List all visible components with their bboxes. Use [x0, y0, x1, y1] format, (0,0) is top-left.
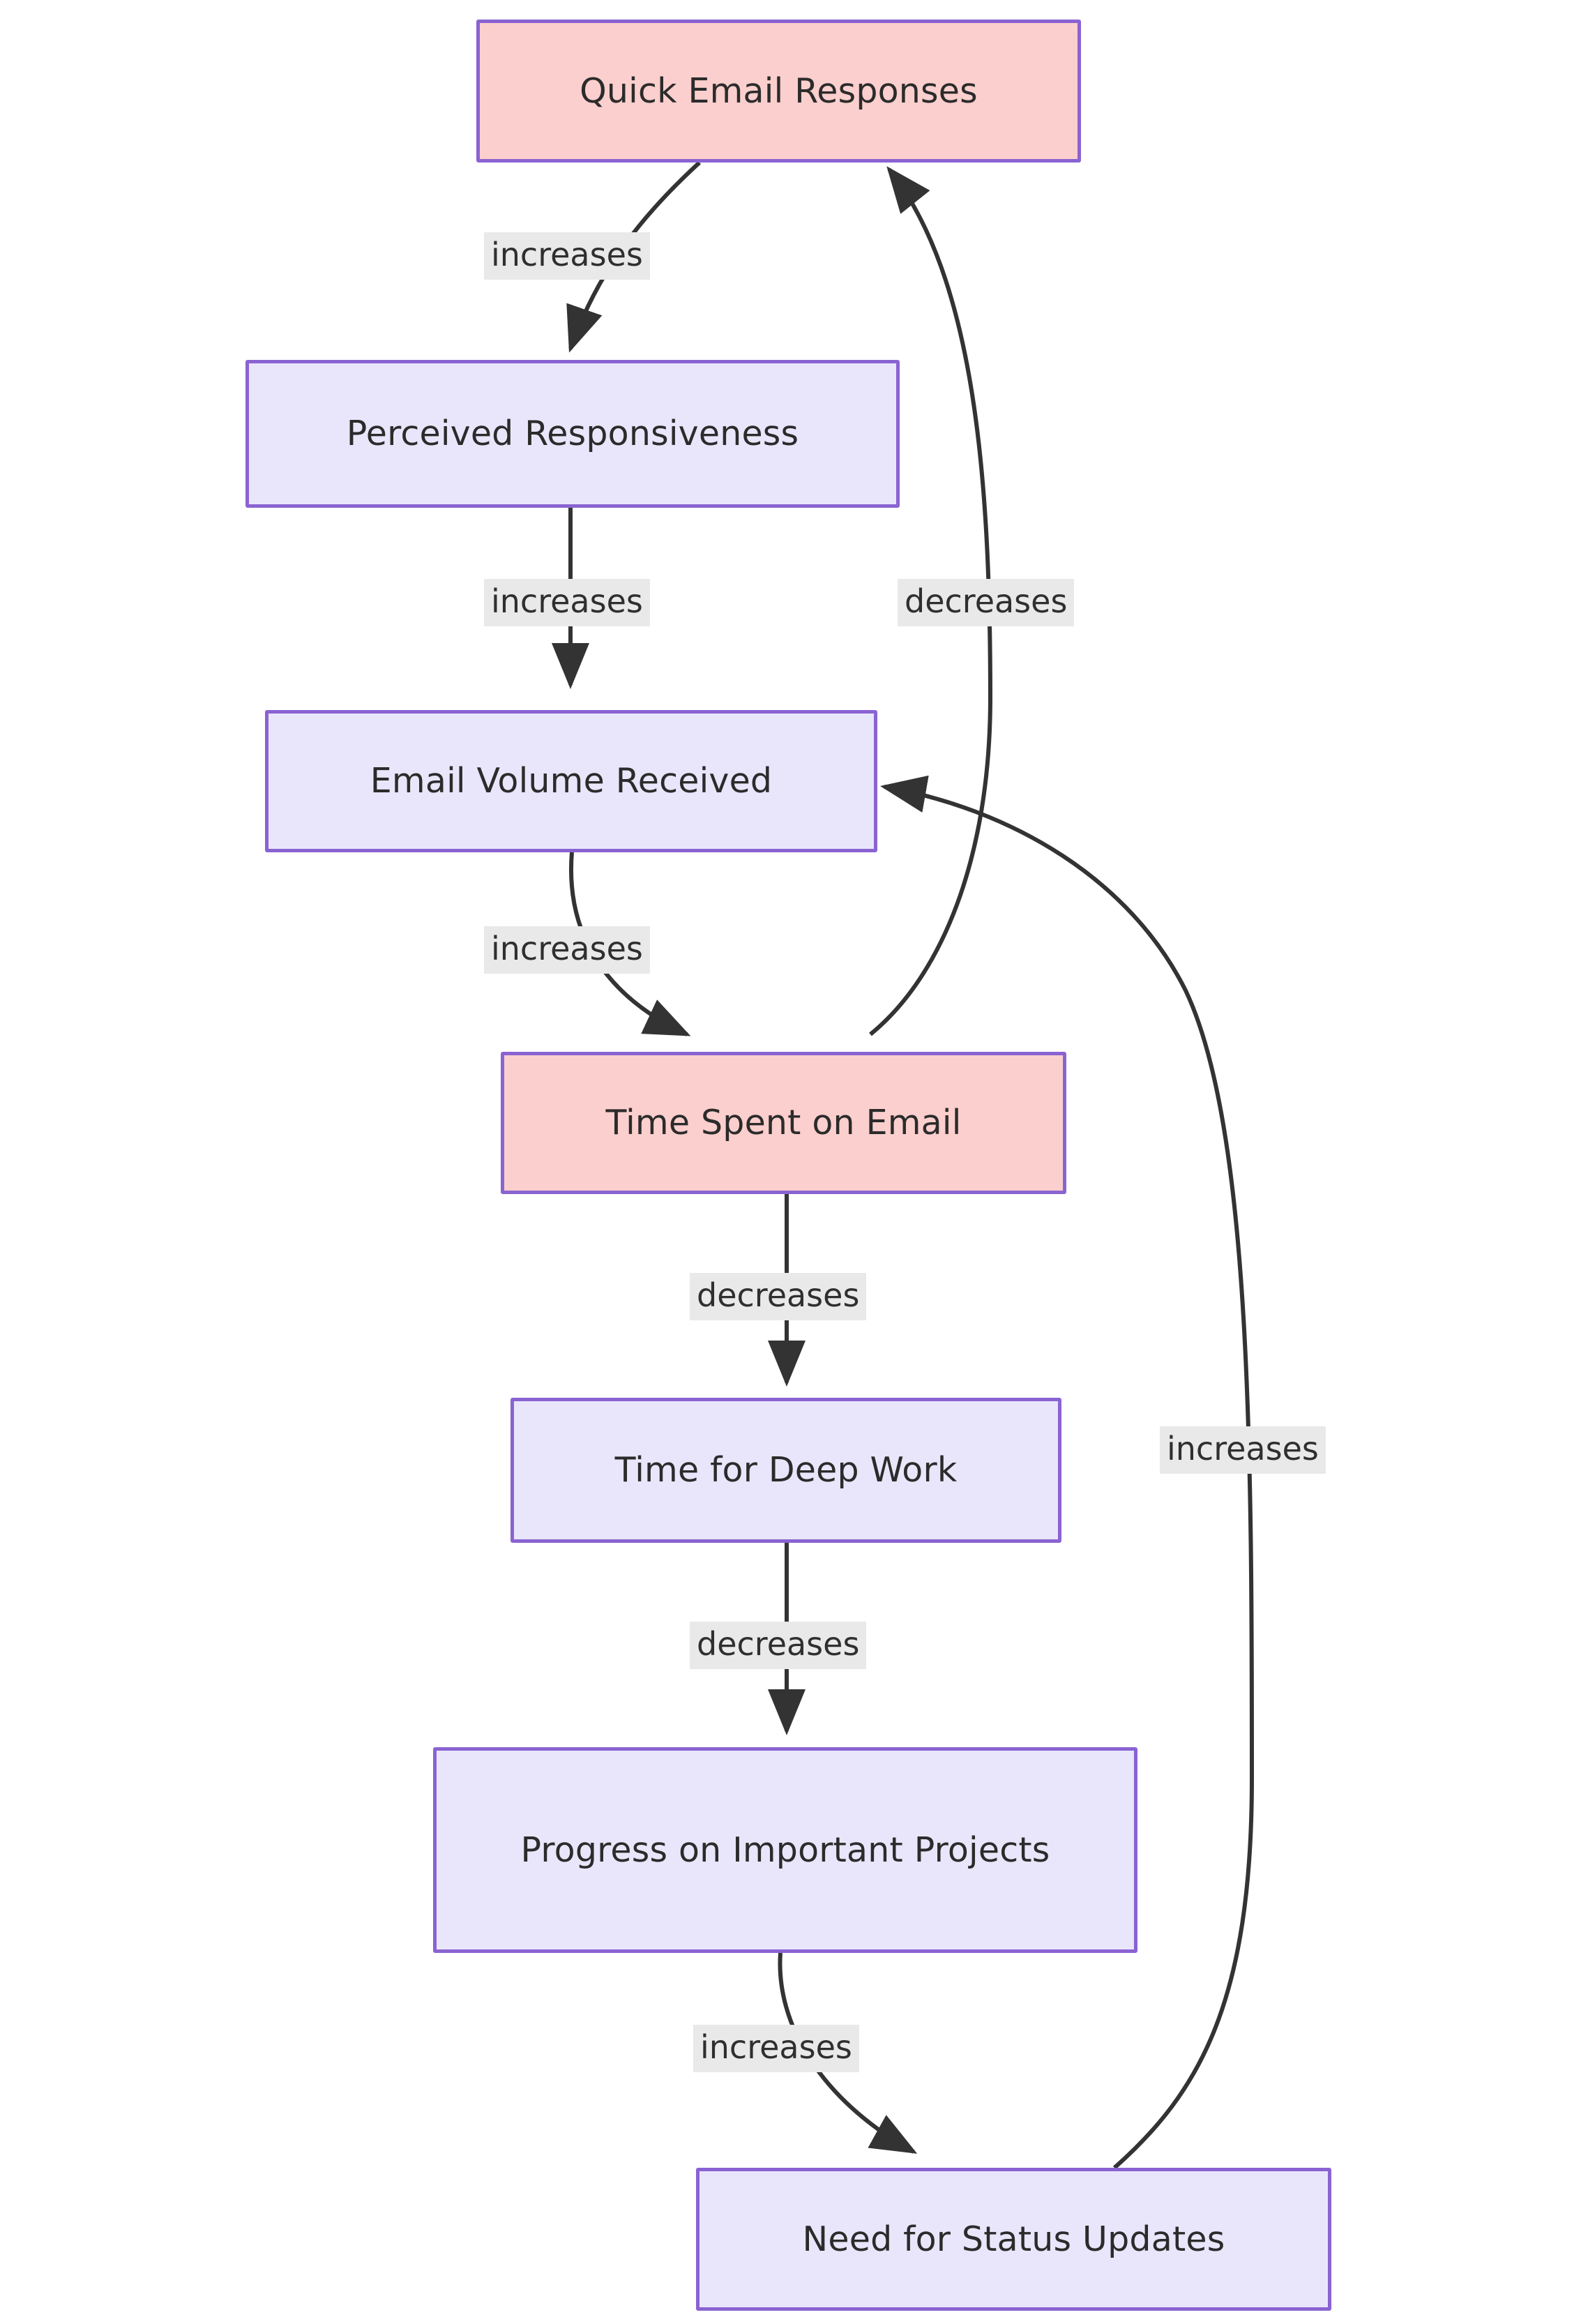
edge-label-increases-volume-to-time-spent: increases: [484, 926, 650, 974]
node-label: Perceived Responsiveness: [346, 414, 799, 454]
node-need-for-status-updates[interactable]: Need for Status Updates: [696, 2168, 1331, 2311]
edge-label-increases-responses-to-responsiveness: increases: [484, 232, 650, 280]
node-perceived-responsiveness[interactable]: Perceived Responsiveness: [245, 360, 900, 508]
edge-label-increases-progress-to-status-updates: increases: [693, 2025, 859, 2072]
node-email-volume-received[interactable]: Email Volume Received: [265, 710, 877, 852]
node-label: Email Volume Received: [370, 761, 773, 801]
node-time-spent-on-email[interactable]: Time Spent on Email: [501, 1052, 1066, 1194]
node-quick-email-responses[interactable]: Quick Email Responses: [476, 20, 1081, 163]
node-label: Time for Deep Work: [614, 1450, 958, 1491]
edge-label-decreases-time-spent-to-deep-work: decreases: [690, 1273, 867, 1320]
edge-label-increases-status-updates-to-volume: increases: [1160, 1426, 1326, 1474]
node-label: Progress on Important Projects: [520, 1829, 1050, 1870]
node-time-for-deep-work[interactable]: Time for Deep Work: [511, 1398, 1061, 1543]
node-label: Quick Email Responses: [580, 70, 978, 111]
edge-label-decreases-time-spent-to-responses: decreases: [898, 579, 1075, 626]
edge-label-decreases-deep-work-to-progress: decreases: [690, 1622, 867, 1669]
node-progress-on-important-projects[interactable]: Progress on Important Projects: [433, 1747, 1137, 1953]
edge-label-increases-responsiveness-to-volume: increases: [484, 579, 650, 626]
node-label: Time Spent on Email: [605, 1103, 962, 1143]
node-label: Need for Status Updates: [802, 2219, 1225, 2259]
